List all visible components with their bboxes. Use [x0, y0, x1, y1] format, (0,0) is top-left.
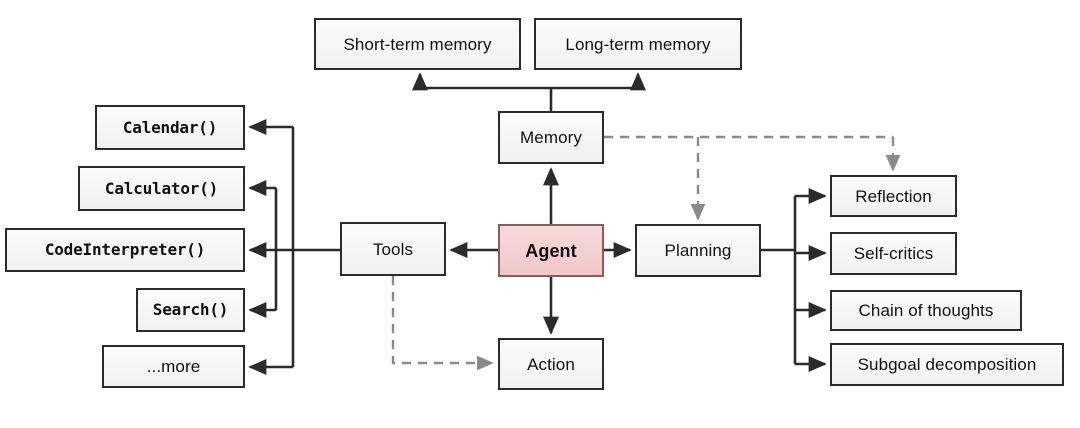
node-label: CodeInterpreter() [44, 240, 206, 259]
node-label: Subgoal decomposition [857, 355, 1037, 374]
node-label: Action [527, 354, 575, 374]
node-label: Agent [525, 240, 577, 261]
node-calculator-tool[interactable]: Calculator() [78, 166, 245, 211]
node-label: Planning [664, 241, 732, 260]
node-label: ...more [146, 357, 201, 376]
node-label: Chain of thoughts [858, 301, 994, 320]
node-label: Reflection [855, 186, 932, 206]
node-calendar-tool[interactable]: Calendar() [95, 105, 245, 150]
node-planning[interactable]: Planning [635, 224, 761, 277]
node-more-tools[interactable]: ...more [102, 345, 245, 388]
node-label: Self-critics [853, 244, 934, 263]
node-short-term-memory[interactable]: Short-term memory [314, 18, 521, 70]
node-label: Calculator() [104, 178, 219, 198]
node-self-critics[interactable]: Self-critics [830, 232, 957, 275]
node-reflection[interactable]: Reflection [830, 175, 957, 217]
node-action[interactable]: Action [498, 338, 604, 390]
node-label: Short-term memory [343, 34, 492, 54]
node-label: Memory [520, 128, 582, 147]
node-chain-of-thoughts[interactable]: Chain of thoughts [830, 290, 1022, 331]
node-label: Tools [372, 239, 414, 259]
node-label: Long-term memory [565, 34, 711, 54]
node-long-term-memory[interactable]: Long-term memory [534, 18, 742, 70]
node-tools[interactable]: Tools [340, 222, 446, 276]
node-label: Search() [152, 300, 229, 319]
node-subgoal-decomposition[interactable]: Subgoal decomposition [830, 343, 1064, 386]
node-search-tool[interactable]: Search() [136, 288, 245, 332]
node-agent[interactable]: Agent [498, 224, 604, 277]
node-memory[interactable]: Memory [498, 111, 604, 164]
node-code-interpreter-tool[interactable]: CodeInterpreter() [5, 228, 245, 272]
edge-tools-to-action-dashed [391, 276, 494, 371]
node-label: Calendar() [122, 117, 218, 137]
